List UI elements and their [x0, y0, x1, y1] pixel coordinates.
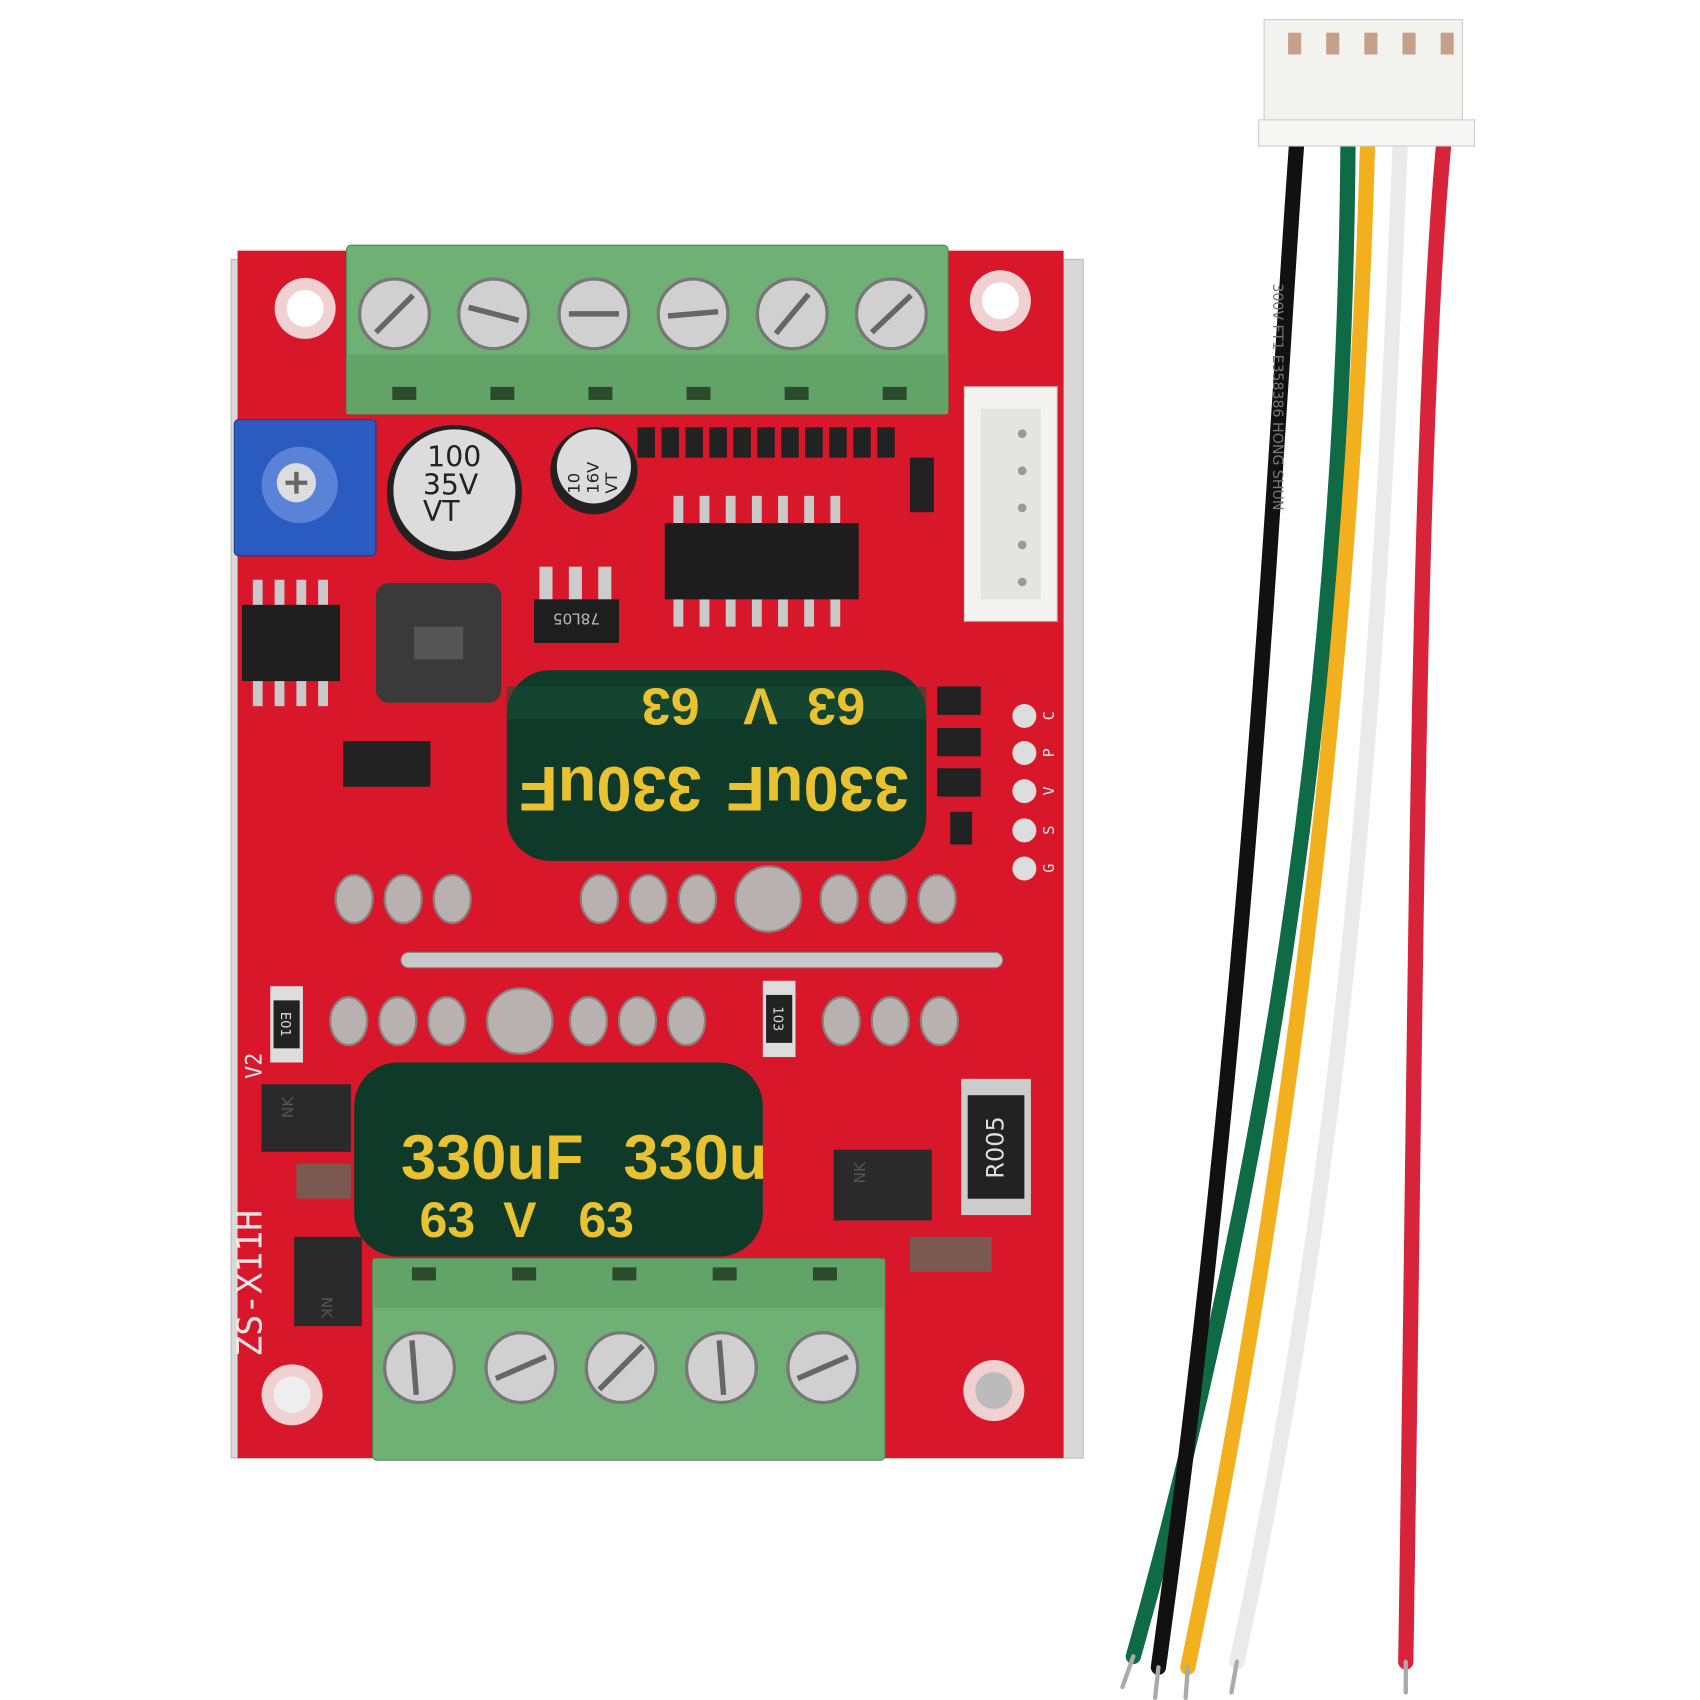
shunt-wire: [400, 951, 1004, 969]
wire-harness: 300V FT1 E358386 HONG SHUN: [1120, 134, 1452, 1700]
screw-terminal: [383, 1331, 457, 1405]
capacitor-100uf: 100 35V VT: [386, 425, 522, 561]
resistor-label: E01: [277, 1012, 292, 1037]
smd-resistor-e01: E01: [270, 986, 303, 1063]
jst-header-connector: [963, 386, 1058, 622]
cap-voltage-label: 35V: [423, 469, 479, 502]
mosfet-solder-joints: [329, 865, 959, 1055]
cable-connector-plug: [1258, 19, 1475, 147]
pin-label-c: C: [1040, 711, 1058, 720]
capacitance-label: 330uF: [726, 753, 909, 823]
smd-resistor-103: 103: [762, 980, 796, 1058]
pin-label-g: G: [1040, 864, 1058, 873]
diode-label: NK: [279, 1096, 297, 1118]
capacitance-label: 330uF: [519, 753, 702, 823]
cap-voltage-label: 16V: [583, 461, 602, 494]
terminal-block-top: [345, 244, 949, 415]
cable-print: 300V FT1 E358386 HONG SHUN: [1269, 283, 1285, 510]
voltage-label: 63 V 63: [420, 1192, 635, 1248]
wire-black: [1150, 134, 1305, 1675]
electrolytic-capacitor-bottom: 330uF 330u 63 V 63: [354, 1062, 767, 1257]
pin-label-p: P: [1040, 748, 1058, 757]
gate-driver-chip: [241, 579, 340, 707]
regulator-label: 78L05: [553, 610, 600, 628]
cap-series-label: VT: [423, 495, 460, 528]
resistor-label: 103: [770, 1006, 785, 1031]
electrolytic-capacitor-top: 330uF 330uF 63 V 63: [506, 670, 927, 861]
diode-label: NK: [851, 1161, 869, 1183]
wire-green: [1125, 134, 1356, 1665]
terminal-block-bottom: [372, 1258, 886, 1461]
smd-diode-column: [937, 686, 981, 845]
cap-value-label: 10: [565, 473, 584, 494]
smd-capacitor: [909, 1236, 992, 1272]
diode-label: NK: [317, 1297, 335, 1319]
smd-diode: [343, 741, 431, 787]
cap-value-label: 100: [427, 440, 481, 473]
voltage-regulator-78l05: 78L05: [533, 566, 619, 643]
smd-diode-nk-3: NK: [833, 1149, 932, 1221]
wire-red: [1398, 134, 1452, 1670]
board-model-label: ZS-X11H: [231, 1210, 271, 1357]
capacitance-label: 330u: [623, 1123, 767, 1193]
smd-capacitor: [296, 1163, 351, 1199]
smd-diode-nk-1: NK: [261, 1084, 351, 1152]
hall-pads: C P V S G: [1012, 703, 1058, 881]
potentiometer[interactable]: [233, 419, 377, 557]
inductor: [375, 583, 502, 703]
pin-label-s: S: [1040, 826, 1058, 835]
shunt-label: R005: [982, 1116, 1010, 1178]
voltage-label: 63 V 63: [641, 677, 865, 735]
wire-white: [1229, 134, 1408, 1670]
cap-series-label: VT: [602, 471, 621, 493]
capacitor-10uf: 10 16V VT: [550, 427, 638, 515]
smd-diode-nk-2: NK: [294, 1236, 362, 1327]
controller-ic: [664, 495, 859, 627]
pin-label-v: V: [1040, 786, 1058, 795]
board-version-label: V2: [243, 1053, 268, 1079]
mounting-holes: [261, 270, 1031, 1426]
smd-resistor-row: [637, 427, 934, 513]
shunt-resistor-r005: R005: [961, 1078, 1031, 1216]
wire-yellow: [1180, 134, 1376, 1675]
capacitance-label: 330uF: [401, 1123, 584, 1193]
